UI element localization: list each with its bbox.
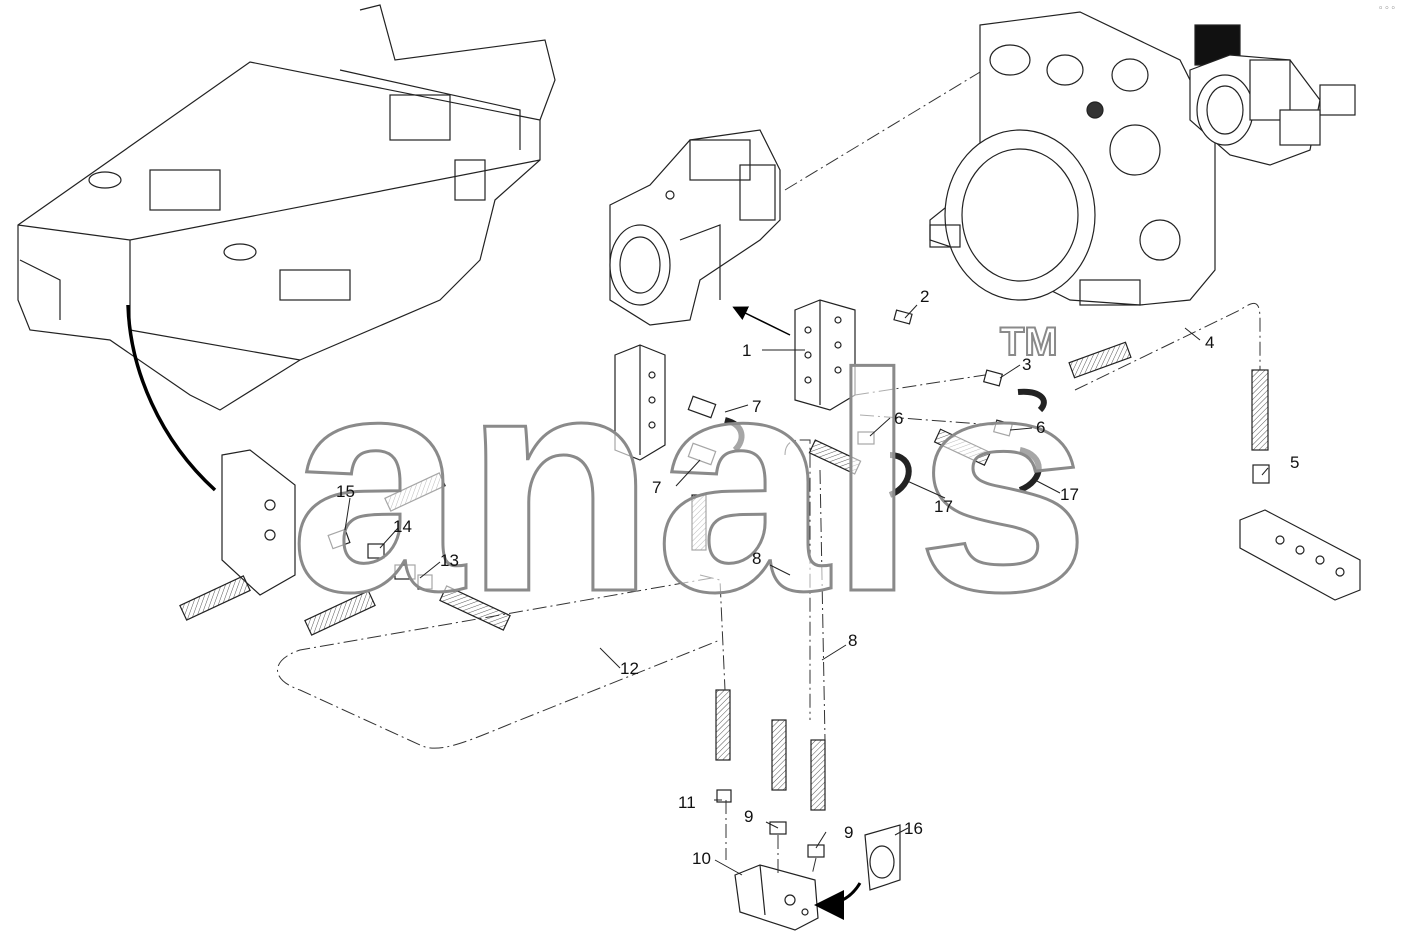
seal-direction-arrow — [814, 882, 862, 920]
hose-frame-to-block — [126, 304, 217, 492]
gear-pump-10 — [734, 864, 819, 931]
callout-3: 3 — [1022, 355, 1031, 374]
hoses — [179, 341, 1269, 811]
callout-8a: 8 — [752, 549, 761, 568]
hose-left-lower — [179, 575, 251, 621]
callout-17b: 17 — [1060, 485, 1079, 504]
callout-6b: 6 — [1036, 418, 1045, 437]
hose-right-vertical — [1251, 369, 1269, 451]
callout-10: 10 — [692, 849, 711, 868]
hose-bottom-9b — [810, 739, 826, 811]
leader-pump-gearbox — [784, 59, 1001, 191]
callout-9b: 9 — [844, 823, 853, 842]
pipe-lines — [277, 302, 1261, 876]
hose-down-center — [691, 494, 707, 551]
callout-12: 12 — [620, 659, 639, 678]
callout-leaders — [344, 304, 1269, 876]
hose-bottom-11 — [715, 689, 731, 761]
callouts: 1 2 3 4 5 6 6 7 7 8 8 9 9 10 11 12 13 14… — [336, 287, 1299, 868]
pump-direction-arrow — [732, 306, 791, 336]
callout-5: 5 — [1290, 453, 1299, 472]
motor-assembly — [1189, 24, 1356, 166]
hose-left-upper — [384, 472, 446, 512]
callout-16: 16 — [904, 819, 923, 838]
callout-14: 14 — [393, 517, 412, 536]
hose-center-b — [933, 428, 992, 466]
callout-6a: 6 — [894, 409, 903, 428]
valve-block-left — [221, 449, 296, 596]
hose-left-right — [439, 585, 511, 631]
valve-block-7 — [614, 344, 666, 461]
manifold-block-5 — [1239, 509, 1361, 601]
hose-left-mid — [304, 590, 376, 636]
hose-bottom-9a — [771, 719, 787, 791]
callout-2: 2 — [920, 287, 929, 306]
callout-7b: 7 — [652, 478, 661, 497]
gearbox-housing — [929, 11, 1216, 306]
callout-11: 11 — [678, 793, 696, 812]
fittings — [327, 309, 1270, 858]
watermark-tm: TM — [1000, 320, 1058, 364]
callout-17a: 17 — [934, 497, 953, 516]
hydraulic-pump — [609, 129, 781, 326]
watermark-text: anals — [290, 309, 1090, 656]
hose-upper-right — [1068, 341, 1132, 379]
callout-9a: 9 — [744, 807, 753, 826]
callout-4: 4 — [1205, 333, 1214, 352]
corner-glyphs: ◦◦◦ — [1378, 4, 1397, 14]
machine-frame — [17, 4, 556, 411]
callout-7a: 7 — [752, 397, 761, 416]
hose-center-a — [808, 439, 862, 475]
callout-8b: 8 — [848, 631, 857, 650]
seal-kit-16 — [864, 824, 901, 891]
callout-15: 15 — [336, 482, 355, 501]
callout-13: 13 — [440, 551, 459, 570]
callout-1: 1 — [742, 341, 751, 360]
